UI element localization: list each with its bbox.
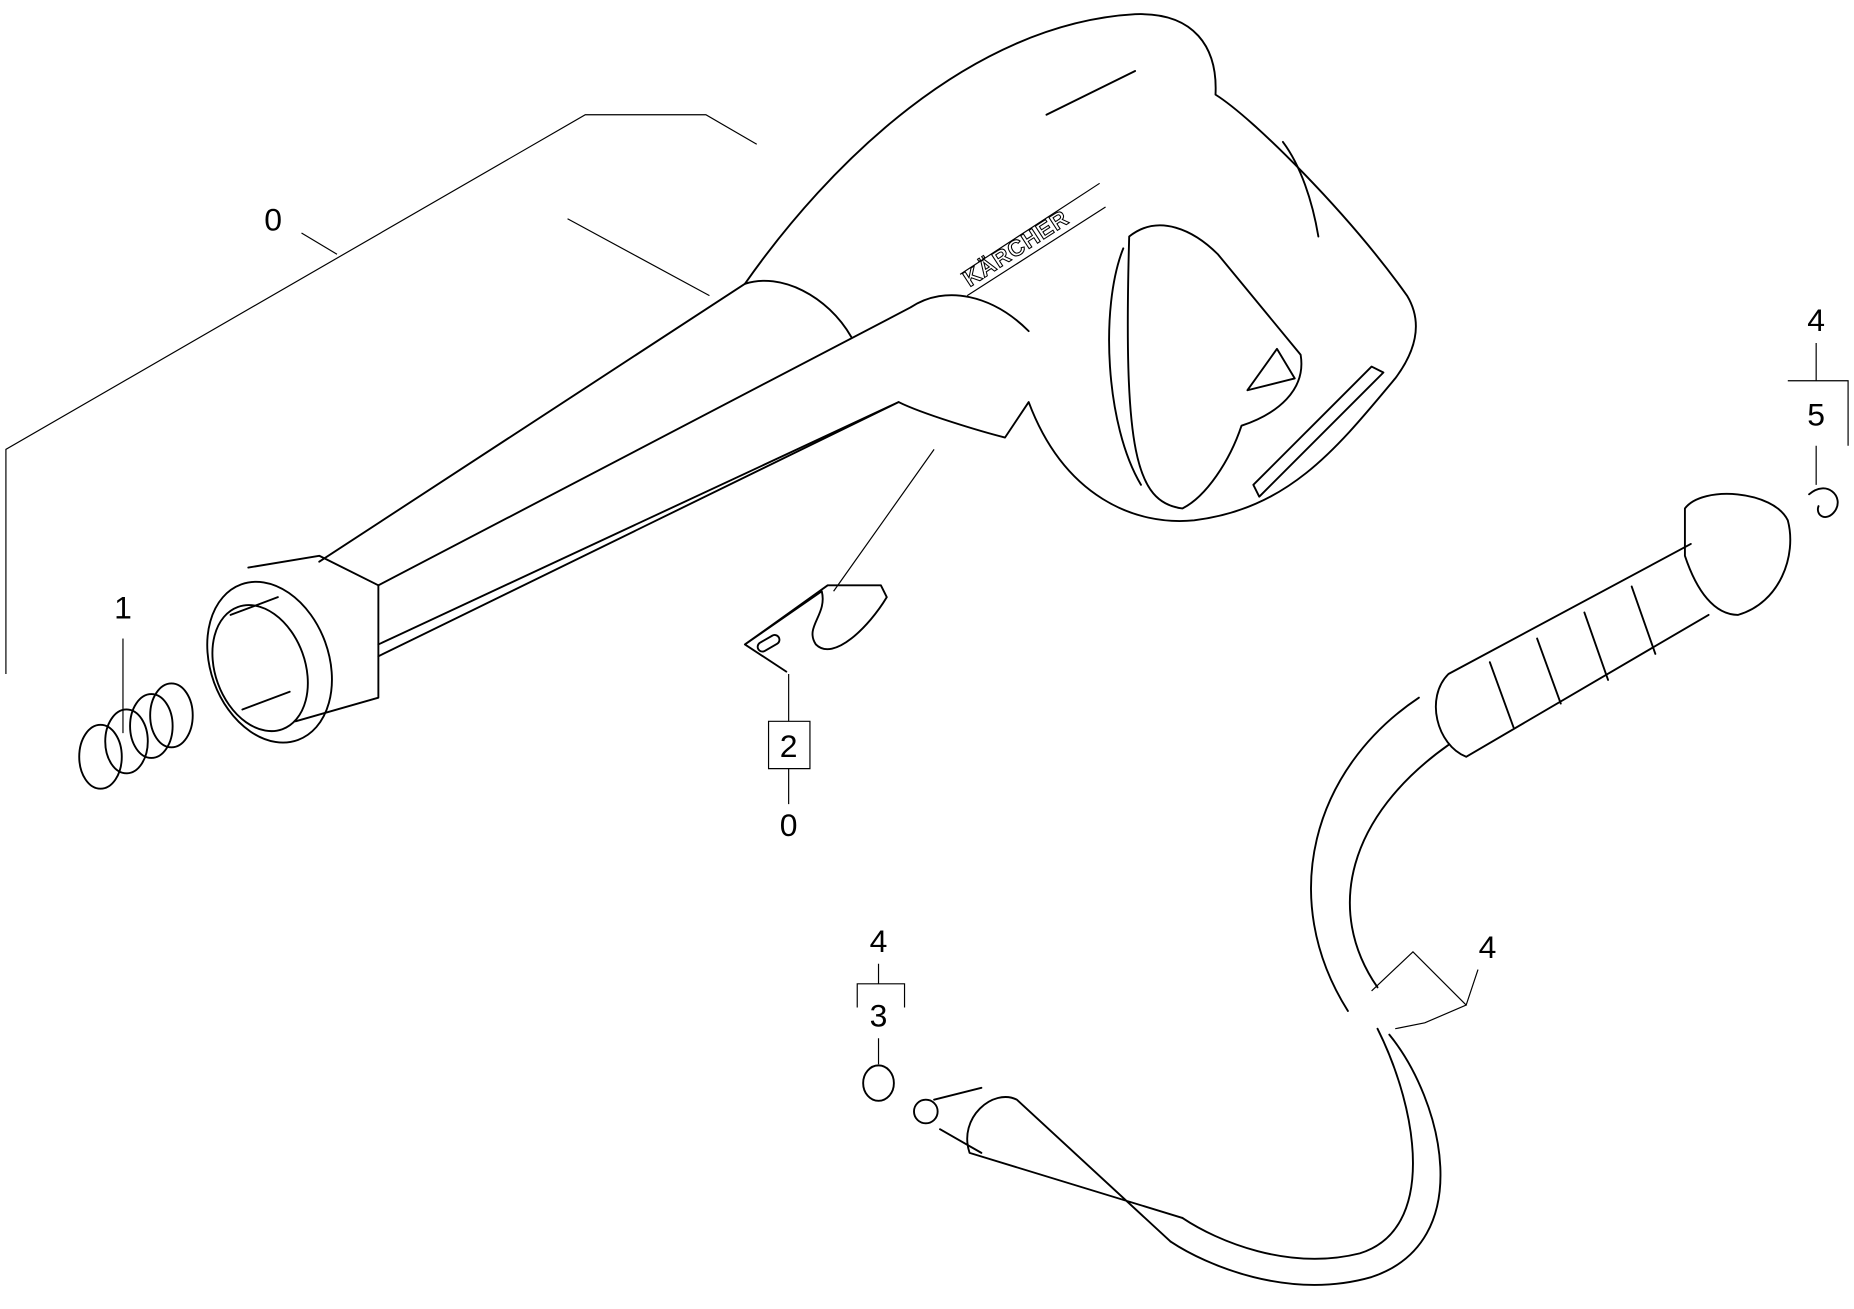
spray-gun-body bbox=[318, 13, 1417, 658]
bracket-5 bbox=[1787, 342, 1849, 485]
callout-hose: 4 bbox=[1479, 929, 1497, 965]
spring bbox=[78, 638, 194, 790]
leader-hose bbox=[1371, 951, 1479, 1030]
bracket-2 bbox=[767, 720, 811, 805]
leader-gun-assembly bbox=[5, 114, 758, 675]
o-ring-5 bbox=[1808, 487, 1839, 518]
hose-assembly bbox=[913, 492, 1792, 1286]
callout-oring-right: 5 bbox=[1807, 397, 1825, 433]
callout-clip: 2 bbox=[780, 728, 798, 764]
callout-oring-left: 3 bbox=[870, 997, 888, 1033]
bracket-3 bbox=[856, 963, 906, 1065]
clip bbox=[743, 449, 935, 722]
karcher-logo: KÄRCHER bbox=[959, 205, 1074, 292]
gun-nozzle-end bbox=[206, 554, 380, 744]
logo-frame bbox=[959, 182, 1106, 297]
callout-clip-parent: 0 bbox=[780, 807, 798, 843]
o-ring-3 bbox=[862, 1064, 895, 1102]
callout-oring-left-parent: 4 bbox=[870, 923, 888, 959]
callout-oring-right-parent: 4 bbox=[1807, 302, 1825, 338]
callout-gun-assembly: 0 bbox=[264, 202, 282, 238]
callout-spring: 1 bbox=[114, 589, 132, 625]
